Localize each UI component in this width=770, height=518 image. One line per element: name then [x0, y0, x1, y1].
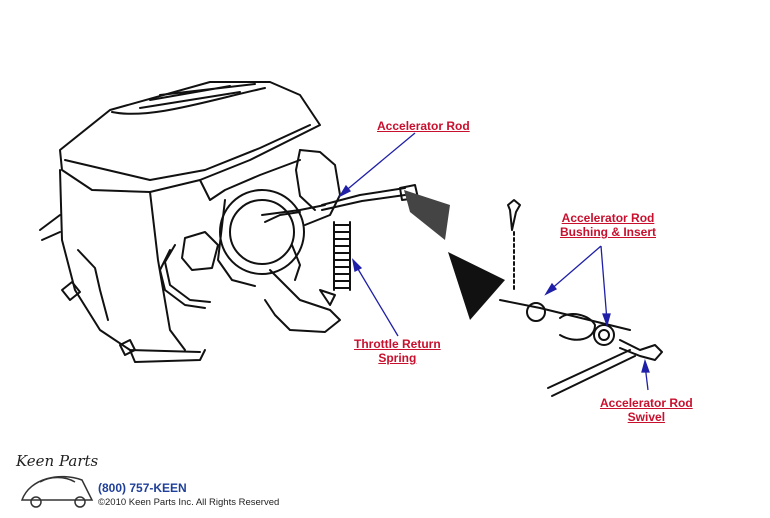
leader-arrows: [338, 132, 650, 391]
keen-parts-logo: Keen Parts: [16, 452, 99, 470]
engine-line-art: [39, 81, 663, 397]
spring-label-line2: Spring: [378, 351, 417, 365]
swivel-label-line2: Swivel: [627, 410, 666, 424]
bushing-label-line2: Bushing & Insert: [560, 225, 657, 239]
copyright-text: ©2010 Keen Parts Inc. All Rights Reserve…: [98, 497, 280, 508]
direction-wedge: [448, 252, 505, 320]
spring-label-line1: Throttle Return: [354, 337, 441, 351]
throttle-return-spring-label: Throttle Return Spring: [354, 337, 441, 365]
accelerator-rod-label: Accelerator Rod: [377, 119, 470, 133]
bushing-insert-label: Accelerator Rod Bushing & Insert: [560, 211, 656, 239]
rod-boot-shading: [404, 190, 450, 240]
rod-swivel-label: Accelerator Rod Swivel: [600, 396, 693, 424]
swivel-label-line1: Accelerator Rod: [600, 396, 693, 410]
bushing-label-line1: Accelerator Rod: [561, 211, 655, 225]
logo-car-image: [20, 475, 94, 508]
phone-number-link[interactable]: (800) 757-KEEN: [98, 481, 187, 495]
